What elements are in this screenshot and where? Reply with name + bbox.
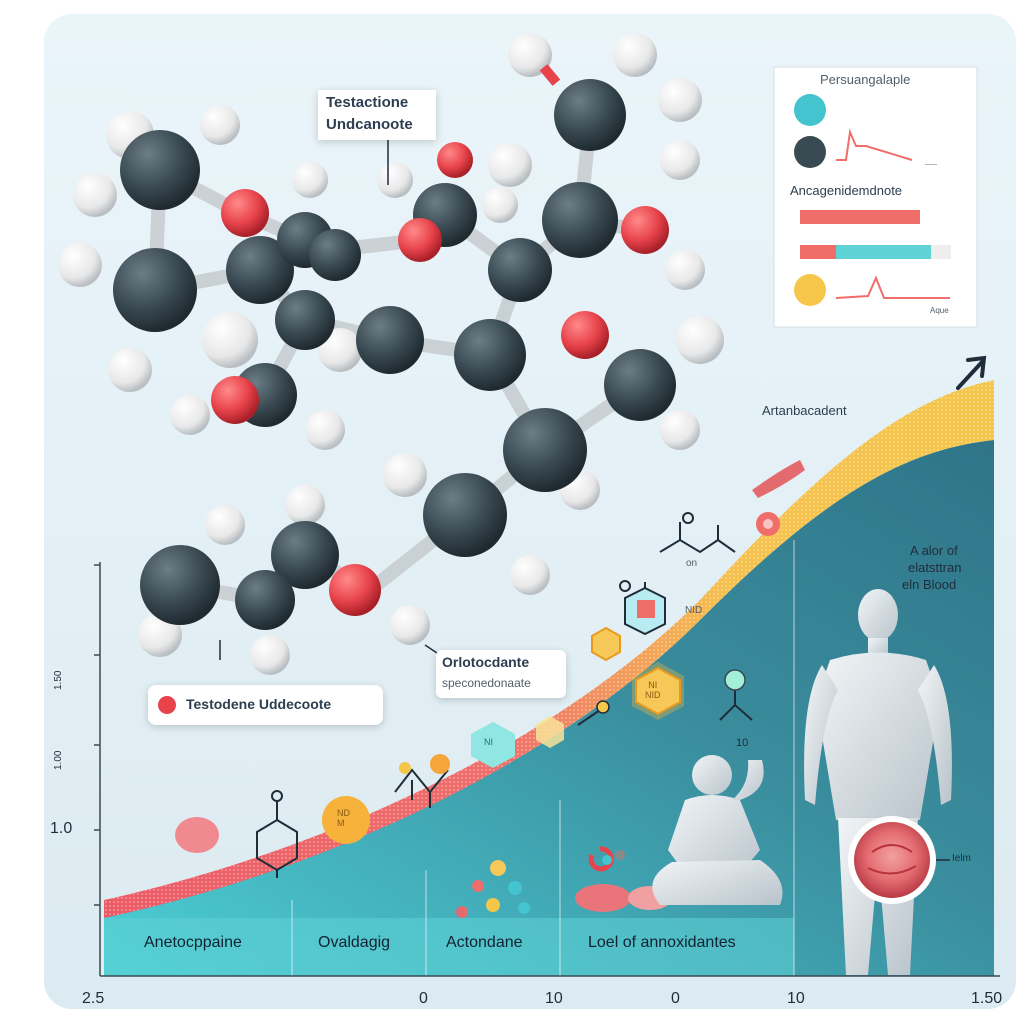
heart-tag: Ielm xyxy=(952,853,971,864)
sitting-figure xyxy=(652,755,783,905)
zone-dividers xyxy=(291,540,795,976)
x-tick: 2.5 xyxy=(82,990,105,1007)
chemical-icons xyxy=(175,460,805,918)
body-caption-line3: eln Blood xyxy=(902,577,957,592)
legend-title: Persuangalaple xyxy=(820,72,911,87)
middle-label-line2: speconedonaate xyxy=(442,676,531,690)
standing-body xyxy=(804,589,952,975)
legend-graphics xyxy=(794,94,951,306)
small-label-on: on xyxy=(686,558,698,569)
body-caption-line1: A alor of xyxy=(910,543,958,558)
x-tick: 10 xyxy=(787,990,805,1007)
molecule-label-line2: Undcanoote xyxy=(326,116,413,133)
zone-label-3: Actondane xyxy=(446,934,523,951)
hexagon-big-text: NI NID xyxy=(645,680,661,700)
x-tick: 0 xyxy=(671,990,680,1007)
y-tick: 1.0 xyxy=(50,820,73,837)
small-label-nid: NID xyxy=(685,605,703,616)
middle-label-card: Orlotocdante speconedonaate xyxy=(436,650,566,698)
middle-label-line1: Orlotocdante xyxy=(442,654,530,670)
zone-label-2: Ovaldagig xyxy=(318,934,391,951)
teardrop-label: Testodene Uddecoote xyxy=(186,696,332,712)
hexagon-small-text: NI xyxy=(484,737,493,747)
orange-circle-text: ND M xyxy=(337,808,350,828)
trend-arrow-icon xyxy=(956,355,987,390)
curve-label: Artanbacadent xyxy=(762,403,847,418)
legend-corner-label: Aque xyxy=(930,306,949,315)
molecule-label-line1: Testactione xyxy=(326,94,409,111)
zone-label-4: Loel of annoxidantes xyxy=(588,934,736,951)
x-tick: 0 xyxy=(419,990,428,1007)
alert-icon xyxy=(158,696,176,714)
molecule xyxy=(58,33,724,675)
molecule-label-card: Testactione Undcanoote xyxy=(318,90,436,140)
y-axis-ticks xyxy=(94,564,100,906)
x-tick: 10 xyxy=(545,990,563,1007)
zone-label-1: Anetocppaine xyxy=(144,934,242,951)
curve-band-texture xyxy=(104,380,994,918)
side-number: 10 xyxy=(736,737,749,749)
legend-subtitle: Ancagenidemdnote xyxy=(790,183,903,198)
zone-strip xyxy=(104,918,794,976)
legend-caption: —— xyxy=(925,162,937,168)
y-tick: 1.50 xyxy=(53,670,64,690)
teal-area xyxy=(104,440,994,976)
y-tick: 1.00 xyxy=(53,750,64,770)
body-caption-line2: elatsttran xyxy=(908,560,962,575)
x-tick: 1.50 xyxy=(971,990,1003,1007)
teardrop-label-card: Testodene Uddecoote xyxy=(148,685,383,725)
